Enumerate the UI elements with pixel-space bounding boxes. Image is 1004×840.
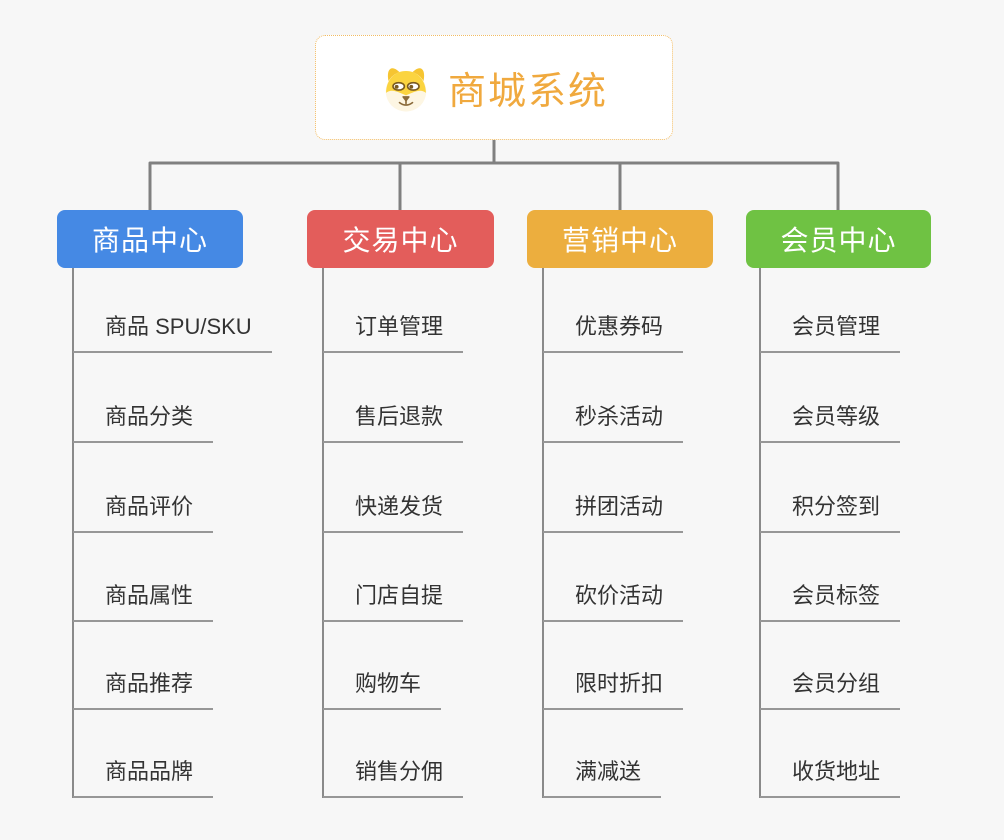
leaf-node[interactable]: 会员等级: [760, 402, 901, 443]
branch-header-marketing[interactable]: 营销中心: [527, 210, 713, 268]
leaf-node[interactable]: 优惠券码: [543, 312, 684, 353]
leaf-node[interactable]: 商品分类: [73, 402, 214, 443]
root-node[interactable]: 商城系统: [315, 35, 673, 140]
leaf-node[interactable]: 会员标签: [760, 581, 901, 622]
leaf-node[interactable]: 会员分组: [760, 669, 901, 710]
leaf-node[interactable]: 快递发货: [323, 492, 464, 533]
leaf-node[interactable]: 拼团活动: [543, 492, 684, 533]
leaf-node[interactable]: 门店自提: [323, 581, 464, 622]
branch-trunk-line: [759, 268, 761, 798]
leaf-node[interactable]: 商品品牌: [73, 757, 214, 798]
leaf-node[interactable]: 积分签到: [760, 492, 901, 533]
branch-header-member[interactable]: 会员中心: [746, 210, 931, 268]
leaf-node[interactable]: 商品属性: [73, 581, 214, 622]
leaf-node[interactable]: 砍价活动: [543, 581, 684, 622]
branch-trunk-line: [322, 268, 324, 798]
leaf-node[interactable]: 销售分佣: [323, 757, 464, 798]
branch-header-trade[interactable]: 交易中心: [307, 210, 494, 268]
leaf-node[interactable]: 售后退款: [323, 402, 464, 443]
dog-face-icon: [380, 62, 432, 114]
leaf-node[interactable]: 限时折扣: [543, 669, 684, 710]
branch-trunk-line: [72, 268, 74, 798]
leaf-node[interactable]: 订单管理: [323, 312, 464, 353]
leaf-node[interactable]: 商品 SPU/SKU: [73, 312, 272, 353]
leaf-node[interactable]: 商品推荐: [73, 669, 214, 710]
leaf-node[interactable]: 收货地址: [760, 757, 901, 798]
leaf-node[interactable]: 满减送: [543, 757, 662, 798]
leaf-node[interactable]: 购物车: [323, 669, 442, 710]
branch-header-product[interactable]: 商品中心: [57, 210, 243, 268]
root-title: 商城系统: [447, 71, 608, 113]
leaf-node[interactable]: 商品评价: [73, 492, 214, 533]
branch-trunk-line: [542, 268, 544, 798]
leaf-node[interactable]: 会员管理: [760, 312, 901, 353]
leaf-node[interactable]: 秒杀活动: [543, 402, 684, 443]
